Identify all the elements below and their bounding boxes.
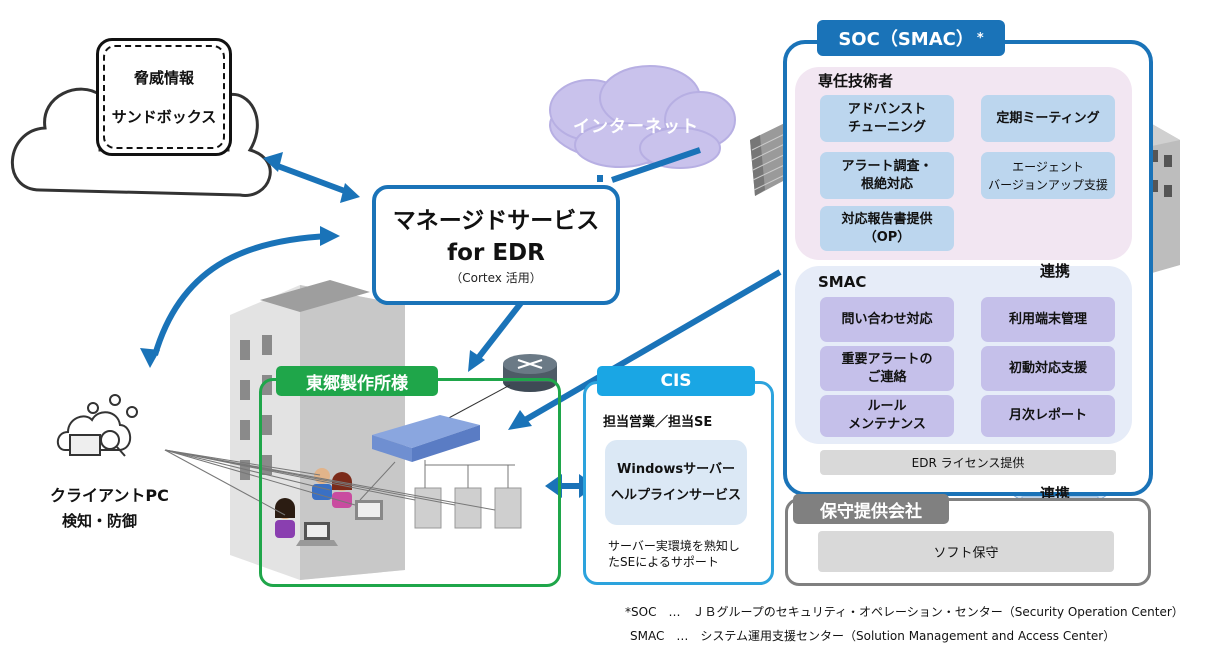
service-item: アドバンストチューニング [820, 95, 954, 142]
item-line: 問い合わせ対応 [841, 311, 933, 327]
item-line: エージェント [1012, 159, 1084, 174]
maintenance-title: 保守提供会社 [793, 494, 949, 524]
managed-service-note: （Cortex 活用） [450, 270, 542, 285]
smac-item: 初動対応支援 [981, 346, 1115, 391]
soc-link-label: 連携 [1040, 262, 1071, 280]
cis-box-line: ヘルプラインサービス [610, 487, 741, 503]
item-line: 対応報告書提供 [841, 211, 933, 227]
cis-box-line: Windowsサーバー [617, 461, 735, 477]
threat-line1: 脅威情報 [133, 69, 194, 87]
software-maint-box: ソフト保守 [818, 531, 1114, 572]
item-line: アドバンスト [847, 101, 927, 117]
item-line: 根絶対応 [860, 176, 913, 192]
client-pc-icon [56, 394, 138, 457]
managed-service-box: マネージドサービス for EDR （Cortex 活用） [372, 185, 620, 305]
internet-cloud-icon [549, 65, 736, 169]
soc-title-mark: * [976, 30, 984, 46]
footnote-smac: SMAC … システム運用支援センター（Solution Management … [630, 629, 1116, 643]
smac-item: 月次レポート [981, 395, 1115, 437]
service-item: 定期ミーティング [981, 95, 1115, 142]
internet-label: インターネット [573, 117, 699, 137]
client-sublabel: 検知・防御 [62, 512, 138, 530]
smac-item: 利用端末管理 [981, 297, 1115, 342]
service-item: 対応報告書提供 （OP） [820, 206, 954, 251]
service-item: アラート調査・根絶対応 [820, 152, 954, 199]
license-bar: EDR ライセンス提供 [820, 450, 1116, 475]
router-icon [503, 354, 557, 392]
item-line: 初動対応支援 [1008, 360, 1087, 376]
cis-note: サーバー実環境を熟知し たSEによるサポート [608, 538, 763, 570]
managed-service-subtitle: for EDR [447, 239, 545, 266]
pc-icons [296, 500, 383, 546]
item-line: （OP） [863, 229, 911, 245]
cis-helpline-box: Windowsサーバー ヘルプラインサービス [605, 440, 747, 525]
footnote-soc: *SOC … ＪＢグループのセキュリティ・オペレーション・センター（Securi… [625, 605, 1184, 619]
item-line: アラート調査・ [841, 158, 933, 174]
cis-note-line: サーバー実環境を熟知し [608, 539, 740, 553]
network-switch-icon [372, 415, 480, 462]
soc-title: SOC（SMAC）* [817, 20, 1005, 56]
item-line: メンテナンス [848, 417, 926, 432]
cis-title: CIS [597, 366, 755, 396]
smac-item: 重要アラートのご連絡 [820, 346, 954, 391]
item-line: 月次レポート [1008, 408, 1087, 423]
threat-intel-box: 脅威情報 サンドボックス [96, 38, 232, 156]
cis-note-line: たSEによるサポート [608, 555, 719, 569]
smac-item: 問い合わせ対応 [820, 297, 954, 342]
item-line: ご連絡 [867, 369, 907, 385]
dedicated-label: 専任技術者 [818, 72, 894, 90]
smac-label: SMAC [818, 273, 867, 291]
managed-service-title: マネージドサービス [392, 207, 600, 234]
item-line: ルール [867, 399, 907, 414]
item-line: バージョンアップ支援 [988, 177, 1108, 192]
client-label: クライアントPC [50, 486, 169, 505]
item-line: 定期ミーティング [996, 110, 1100, 126]
item-line: チューニング [847, 119, 926, 135]
customer-panel [259, 378, 561, 587]
item-line: 利用端末管理 [1008, 311, 1087, 327]
cis-staff: 担当営業／担当SE [603, 415, 713, 430]
service-item: エージェントバージョンアップ支援 [981, 152, 1115, 199]
item-line: 重要アラートの [841, 351, 933, 367]
smac-item: ルールメンテナンス [820, 395, 954, 437]
customer-title: 東郷製作所様 [276, 366, 438, 396]
user-icons [275, 468, 352, 538]
threat-line2: サンドボックス [111, 108, 217, 126]
server-icons [414, 487, 522, 529]
soc-title-text: SOC（SMAC） [838, 29, 974, 50]
